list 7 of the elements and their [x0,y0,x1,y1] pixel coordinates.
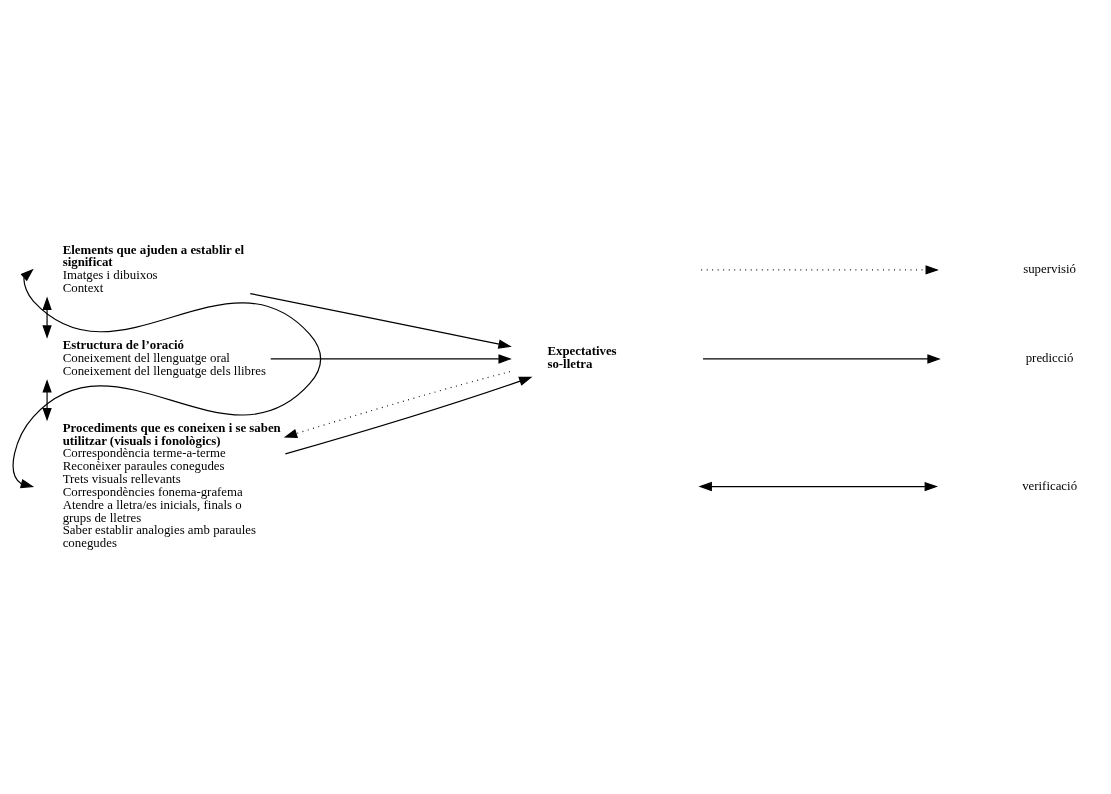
legend-label: supervisió [1023,261,1077,276]
node-text: Elements que ajuden a establir el significat Imatges i dibuixos Context [62,242,245,295]
node-text: Procediments que es coneixen i se saben utilitzar (visuals i fonològics) Correspondència terme-a-terme Reconèixer paraules conegudes Trets visuals rellevants Correspondències fonema-grafema Atendre a lletra/es inicials, finals o grups de lletres Saber establir analogies amb paraules conegudes [62,420,281,550]
legend-label: predicció [1025,350,1074,365]
node-text: Expectatives so-lletra [547,343,617,371]
legend-label: verificació [1022,478,1078,493]
node-text: Estructura de l’oració Coneixement del llenguatge oral Coneixement del llenguatge dels llibres [62,337,266,378]
